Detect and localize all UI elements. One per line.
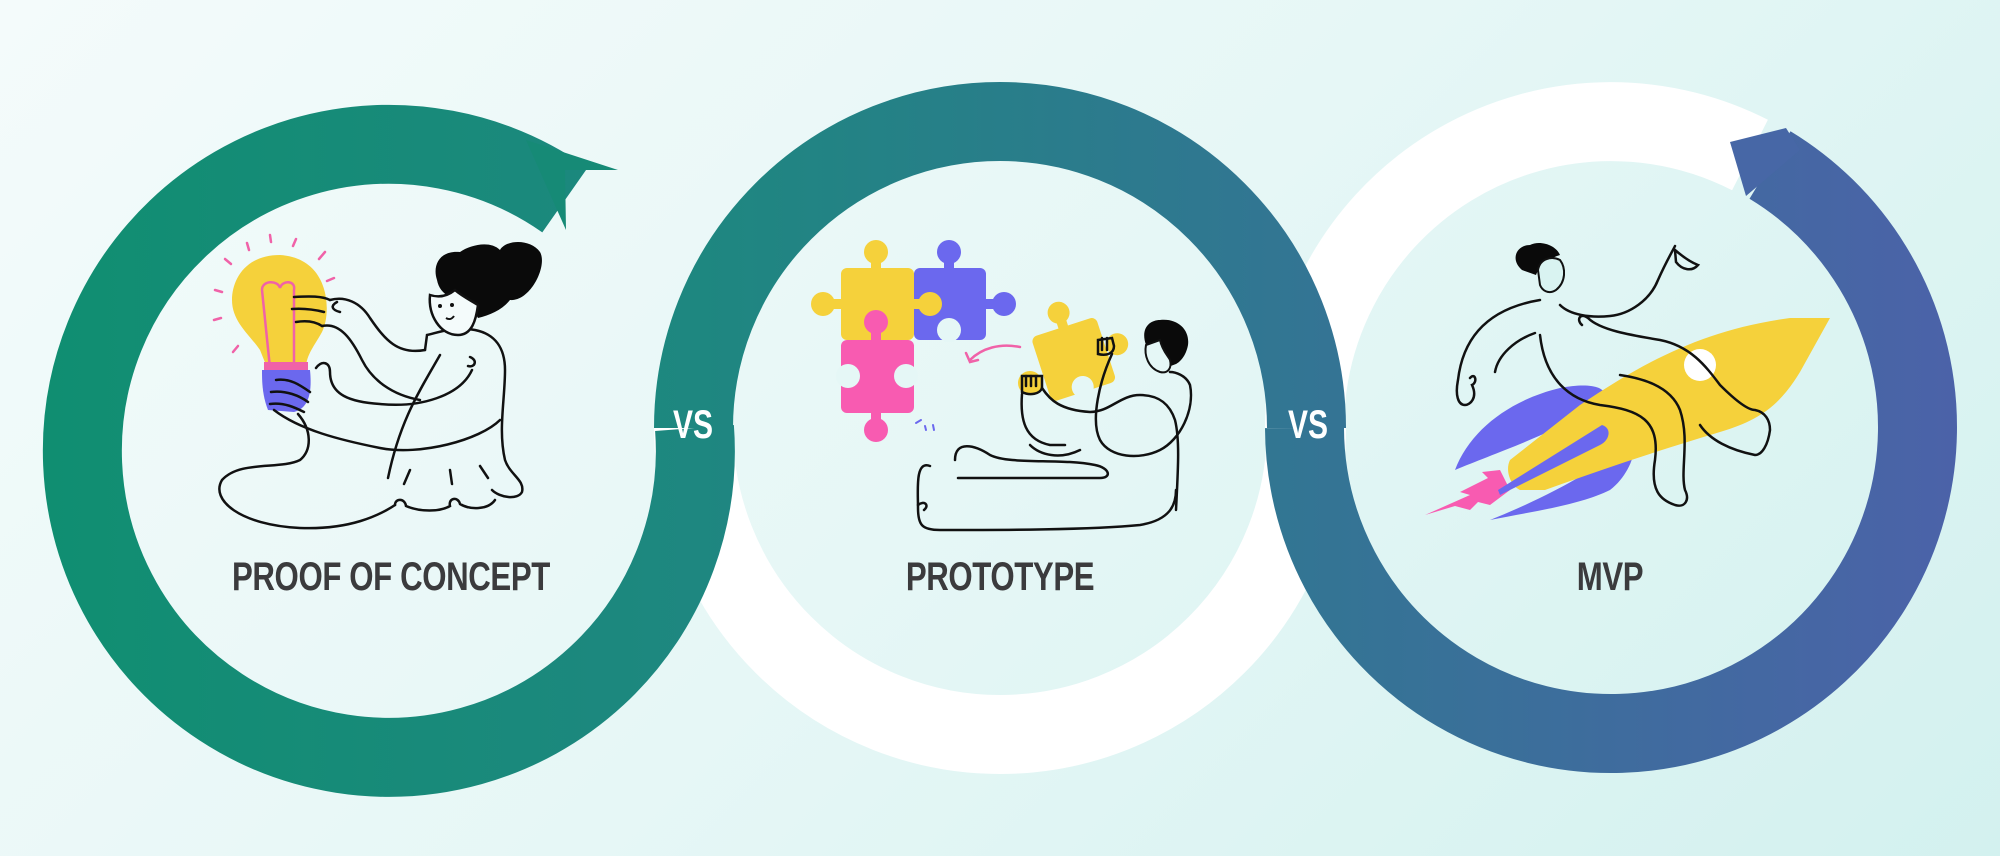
stage-label-proof-of-concept: PROOF OF CONCEPT <box>232 555 550 599</box>
arrow-head-icon <box>526 140 618 230</box>
rocket-rider-illustration <box>1425 243 1830 520</box>
lightbulb-woman-illustration <box>212 233 542 530</box>
vs-separator-1: VS <box>672 403 714 447</box>
rocket-wing-icon <box>1455 385 1605 470</box>
puzzle-piece-held-icon <box>1032 301 1129 401</box>
ring-prototype <box>654 82 1346 429</box>
stage-label-mvp: MVP <box>1576 555 1644 599</box>
lightbulb-icon <box>232 255 327 370</box>
rocket-flame-icon <box>1425 470 1510 515</box>
puzzle-piece-yellow-icon <box>811 240 914 340</box>
puzzle-man-illustration <box>811 240 1193 532</box>
ring-mvp <box>1265 128 1957 774</box>
light-rays-icon <box>212 233 336 354</box>
arrow-tail-icon <box>1730 128 1800 196</box>
vs-separator-2: VS <box>1287 403 1329 447</box>
ring-proof-of-concept <box>42 104 735 797</box>
white-ribbon-prototype-bottom <box>654 427 1346 774</box>
puzzle-piece-pink-icon <box>836 310 918 442</box>
stage-label-prototype: PROTOTYPE <box>905 555 1095 599</box>
puzzle-piece-purple-icon <box>912 240 1016 342</box>
